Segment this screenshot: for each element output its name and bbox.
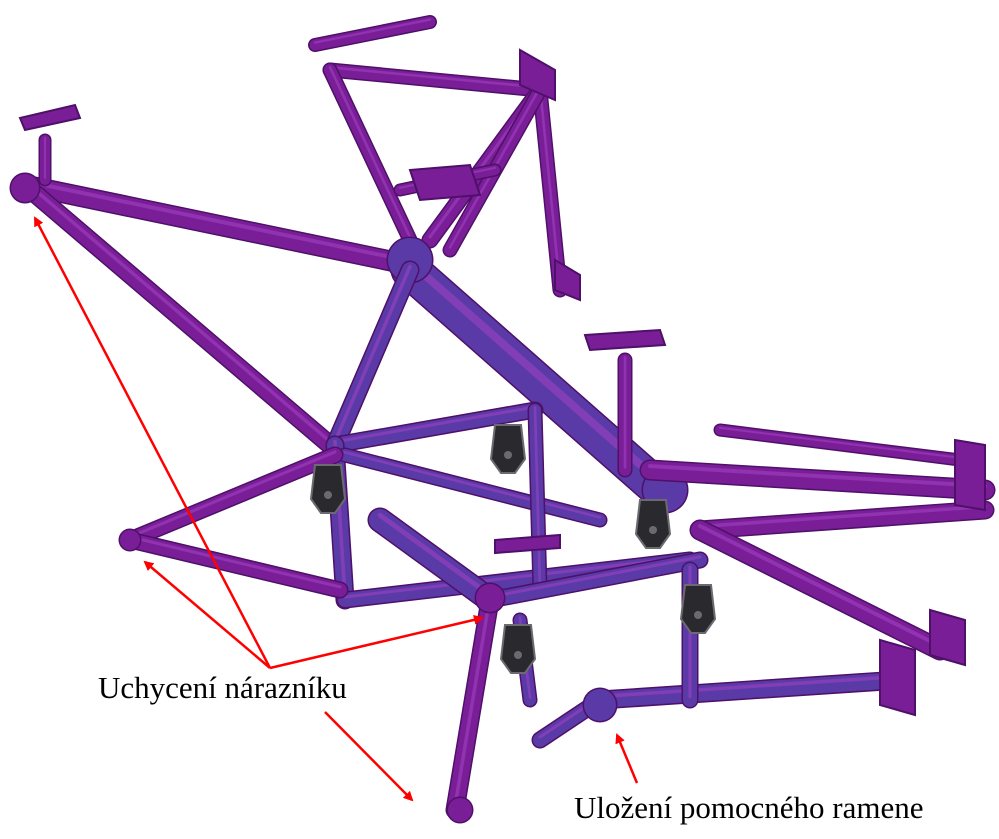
arrow-to-aux-arm — [615, 733, 639, 784]
right-post-plate — [583, 328, 667, 352]
bracket-left-hole — [324, 491, 332, 499]
left-cross-tube — [328, 403, 542, 452]
annotation-arrows — [33, 216, 639, 802]
bracket-front-left-hole — [514, 651, 522, 659]
bracket-center-hole — [504, 451, 512, 459]
bracket-center — [489, 424, 527, 474]
front-left-leg-highlight — [453, 594, 492, 809]
right-mid-rail-highlight — [698, 504, 987, 529]
left-lower-arm-b — [123, 533, 347, 597]
right-upper-cross-highlight — [718, 426, 962, 459]
left-down-tube-highlight — [333, 264, 412, 444]
front-left-top-rail — [16, 176, 419, 274]
right-lower-plate — [929, 608, 966, 667]
left-lower-arm-a — [123, 448, 342, 547]
front-mid-plate — [494, 533, 561, 555]
front-cross-highlight — [488, 555, 702, 599]
rear-right-down-highlight — [538, 86, 562, 289]
front-left-top-rail-highlight — [23, 179, 412, 264]
arrow-to-front-low — [324, 711, 414, 802]
front-left-diag-highlight — [23, 179, 332, 444]
left-lower-arm-a-highlight — [128, 450, 337, 539]
bumper-mount-label: Uchycení nárazníku — [98, 670, 347, 705]
mount-plates — [18, 48, 986, 717]
aux-arm-mount-label: Uložení pomocného ramene — [574, 790, 924, 825]
right-diag-highlight — [698, 524, 942, 649]
front-left-diag — [17, 177, 338, 453]
front-cross — [483, 553, 707, 607]
main-tubes — [9, 133, 996, 824]
aux-arm-plate — [879, 638, 916, 717]
bracket-spine-hole — [649, 526, 657, 534]
right-upper-cross — [715, 425, 965, 465]
arrow-to-left-low — [143, 560, 271, 669]
arrow-to-left-top — [33, 216, 272, 669]
bracket-front-right-hole — [694, 611, 702, 619]
bumper-mount-front-low — [448, 798, 472, 822]
left-cross-tube-highlight — [333, 405, 537, 444]
bumper-mount-front-mid — [476, 584, 504, 612]
front-left-plate — [18, 103, 82, 132]
diag-brace — [339, 449, 606, 526]
right-mid-rail — [692, 502, 993, 538]
rear-side-plate — [554, 258, 581, 302]
diag-brace-highlight — [343, 451, 602, 519]
rear-left-stay-highlight — [328, 66, 412, 239]
curved-lower-tube — [369, 509, 501, 611]
right-top-rail — [641, 461, 994, 499]
bumper-mount-left-low — [120, 530, 140, 550]
rear-mid-plate — [408, 163, 482, 202]
rear-top-bar — [309, 16, 436, 51]
rear-upper-cross — [324, 64, 546, 96]
bracket-spine — [634, 499, 672, 549]
bracket-front-left — [499, 624, 537, 674]
aux-arm-tube — [592, 672, 908, 708]
rear-upper-cross-highlight — [328, 66, 542, 89]
right-end-plate — [954, 438, 986, 512]
bumper-mount-left-top — [11, 174, 39, 202]
curved-lower-tube-highlight — [377, 512, 493, 598]
brackets — [309, 424, 717, 674]
bracket-front-right — [679, 584, 717, 634]
right-top-rail-highlight — [648, 464, 987, 489]
right-diag — [691, 521, 949, 659]
left-lower-arm-b-highlight — [128, 535, 342, 589]
center-vertical-highlight — [533, 406, 542, 589]
rear-tubes — [308, 15, 568, 298]
rear-top-bar-highlight — [313, 18, 432, 44]
aux-arm-tube-highlight — [598, 674, 902, 699]
spine-rear-node — [388, 238, 432, 282]
bracket-left — [309, 464, 347, 514]
bottom-rear-rail-highlight — [343, 555, 692, 599]
rear-top-plate — [519, 48, 556, 102]
aux-arm-mount — [584, 689, 616, 721]
arrow-to-front-mid — [269, 614, 484, 670]
